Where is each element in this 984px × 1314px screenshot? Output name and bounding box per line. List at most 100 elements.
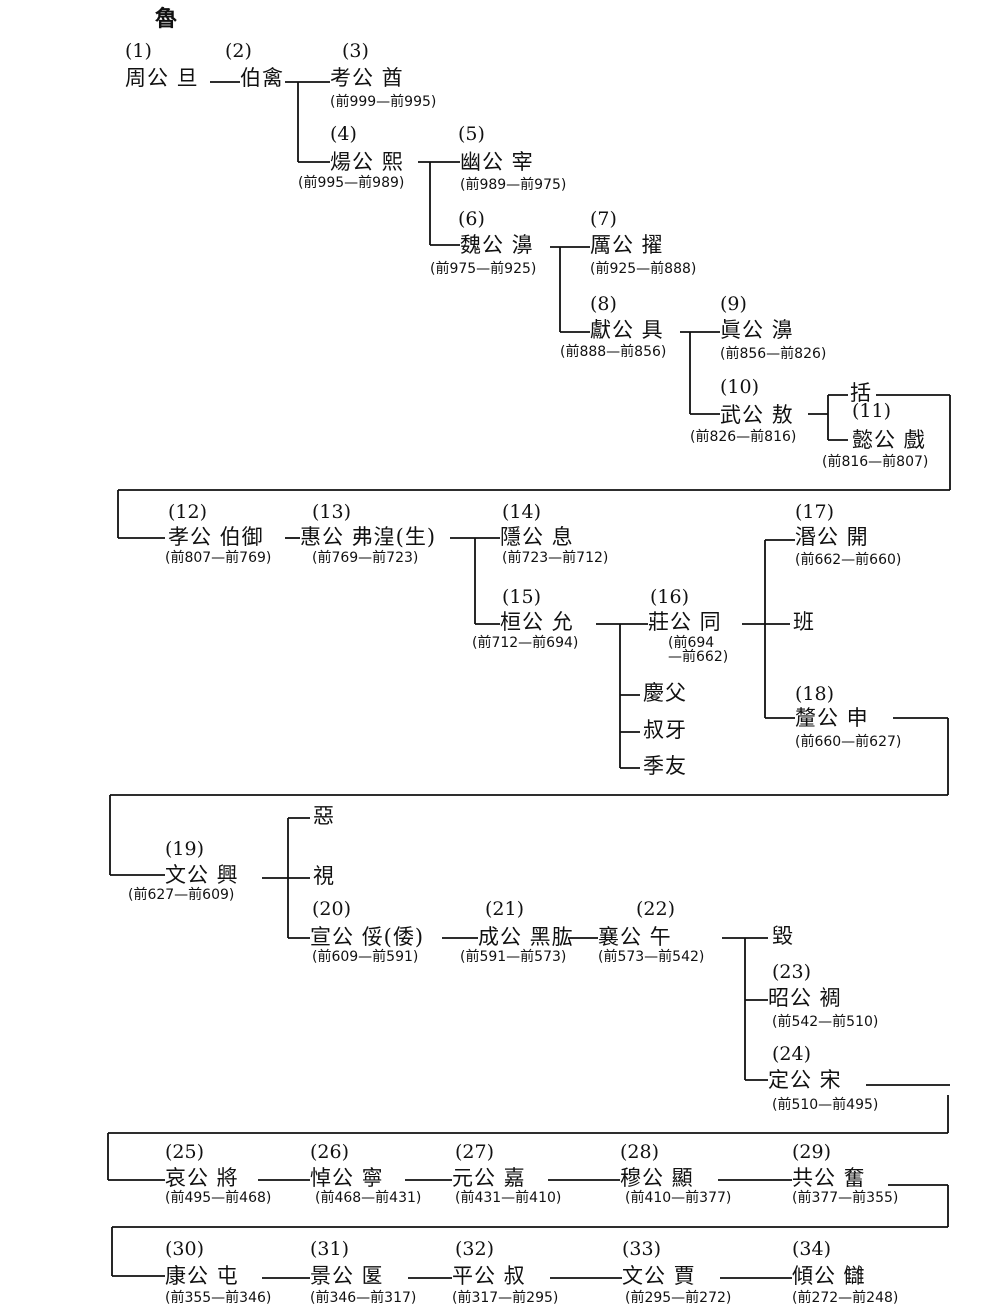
ruler-name: 厲公 擢 xyxy=(590,233,664,257)
node-number: (8) xyxy=(590,293,617,315)
node-number: (13) xyxy=(312,501,352,523)
node-number: (10) xyxy=(720,376,760,398)
node-number: (14) xyxy=(502,501,542,523)
ruler-name: 伯禽 xyxy=(240,66,284,90)
reign-years: (前317—前295) xyxy=(452,1290,559,1306)
node-number: (27) xyxy=(455,1141,495,1163)
reign-years: (前609—前591) xyxy=(312,949,419,965)
reign-years: (前660—前627) xyxy=(795,734,902,750)
ruler-name: 傾公 讎 xyxy=(792,1264,866,1288)
reign-years: (前826—前816) xyxy=(690,429,797,445)
ruler-name: 周公 旦 xyxy=(125,66,199,90)
node-number: (6) xyxy=(458,208,485,230)
node-number: (20) xyxy=(312,898,352,920)
node-number: (3) xyxy=(342,40,369,62)
ruler-name: 昭公 裯 xyxy=(768,986,842,1010)
reign-years: (前495—前468) xyxy=(165,1190,272,1206)
reign-years: (前712—前694) xyxy=(472,635,579,651)
node-number: (28) xyxy=(620,1141,660,1163)
ruler-name: 悼公 寧 xyxy=(310,1166,384,1190)
node-number: (26) xyxy=(310,1141,350,1163)
reign-years: (前999—前995) xyxy=(330,94,437,110)
node-number: (9) xyxy=(720,293,747,315)
reign-years: (前816—前807) xyxy=(822,454,929,470)
ruler-name: 定公 宋 xyxy=(768,1068,842,1092)
reign-years: (前627—前609) xyxy=(128,887,235,903)
non-ruler-name: 叔牙 xyxy=(643,718,687,742)
node-number: (25) xyxy=(165,1141,205,1163)
reign-years: (前573—前542) xyxy=(598,949,705,965)
ruler-name: 魏公 濞 xyxy=(460,233,534,257)
node-number: (29) xyxy=(792,1141,832,1163)
node-number: (11) xyxy=(852,400,892,422)
node-number: (17) xyxy=(795,501,835,523)
ruler-name: 共公 奮 xyxy=(792,1166,866,1190)
node-number: (7) xyxy=(590,208,617,230)
chart-title: 魯 xyxy=(155,6,178,32)
ruler-name: 孝公 伯御 xyxy=(168,525,264,549)
reign-years: (前355—前346) xyxy=(165,1290,272,1306)
reign-years: (前410—前377) xyxy=(625,1190,732,1206)
ruler-name: 煬公 熙 xyxy=(330,150,404,174)
ruler-name: 文公 興 xyxy=(165,863,239,887)
ruler-name: 隱公 息 xyxy=(500,525,574,549)
reign-years: (前856—前826) xyxy=(720,346,827,362)
non-ruler-name: 班 xyxy=(793,610,815,634)
ruler-name: 眞公 濞 xyxy=(720,318,794,342)
node-number: (5) xyxy=(458,123,485,145)
node-number: (2) xyxy=(225,40,252,62)
ruler-name: 湣公 開 xyxy=(795,525,869,549)
ruler-name: 康公 屯 xyxy=(165,1264,239,1288)
non-ruler-name: 視 xyxy=(313,864,335,888)
reign-years: (前975—前925) xyxy=(430,261,537,277)
ruler-name: 釐公 申 xyxy=(795,706,869,730)
non-ruler-name: 季友 xyxy=(643,754,687,778)
reign-years: (前591—前573) xyxy=(460,949,567,965)
node-number: (16) xyxy=(650,586,690,608)
node-number: (12) xyxy=(168,501,208,523)
non-ruler-name: 惡 xyxy=(313,804,335,828)
node-number: (24) xyxy=(772,1043,812,1065)
reign-years: (前272—前248) xyxy=(792,1290,899,1306)
node-number: (30) xyxy=(165,1238,205,1260)
ruler-name: 文公 賈 xyxy=(622,1264,696,1288)
ruler-name: 桓公 允 xyxy=(500,610,574,634)
reign-years: (前295—前272) xyxy=(625,1290,732,1306)
reign-years: (前888—前856) xyxy=(560,344,667,360)
reign-years: (前989—前975) xyxy=(460,177,567,193)
ruler-name: 武公 敖 xyxy=(720,403,794,427)
reign-years: (前694 —前662) xyxy=(668,635,729,665)
ruler-name: 穆公 顯 xyxy=(620,1166,694,1190)
reign-years: (前510—前495) xyxy=(772,1097,879,1113)
reign-years: (前995—前989) xyxy=(298,175,405,191)
node-number: (21) xyxy=(485,898,525,920)
ruler-name: 獻公 具 xyxy=(590,318,664,342)
non-ruler-name: 慶父 xyxy=(643,681,687,705)
ruler-name: 襄公 午 xyxy=(598,925,672,949)
reign-years: (前807—前769) xyxy=(165,550,272,566)
ruler-name: 考公 酋 xyxy=(330,66,404,90)
reign-years: (前431—前410) xyxy=(455,1190,562,1206)
ruler-name: 景公 匽 xyxy=(310,1264,384,1288)
node-number: (33) xyxy=(622,1238,662,1260)
node-number: (19) xyxy=(165,838,205,860)
reign-years: (前377—前355) xyxy=(792,1190,899,1206)
node-number: (34) xyxy=(792,1238,832,1260)
reign-years: (前769—前723) xyxy=(312,550,419,566)
ruler-name: 懿公 戲 xyxy=(852,428,926,452)
node-number: (18) xyxy=(795,683,835,705)
node-number: (31) xyxy=(310,1238,350,1260)
ruler-name: 宣公 俀(倭) xyxy=(310,925,425,949)
ruler-name: 莊公 同 xyxy=(648,610,722,634)
ruler-name: 平公 叔 xyxy=(452,1264,526,1288)
reign-years: (前346—前317) xyxy=(310,1290,417,1306)
non-ruler-name: 括 xyxy=(850,381,872,405)
ruler-name: 幽公 宰 xyxy=(460,150,534,174)
reign-years: (前542—前510) xyxy=(772,1014,879,1030)
node-number: (23) xyxy=(772,961,812,983)
node-number: (1) xyxy=(125,40,152,62)
node-number: (15) xyxy=(502,586,542,608)
ruler-name: 成公 黑肱 xyxy=(478,925,574,949)
